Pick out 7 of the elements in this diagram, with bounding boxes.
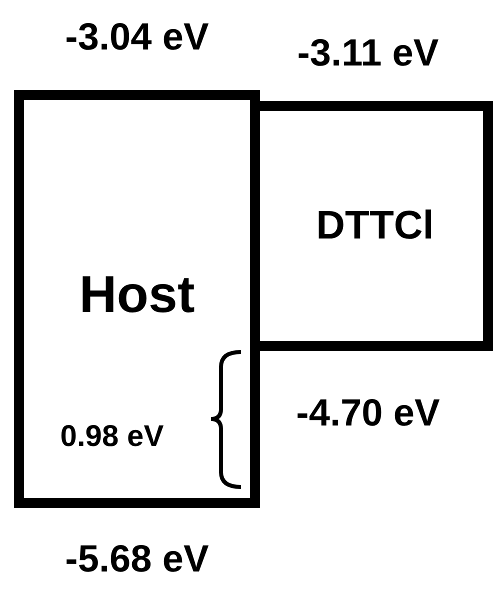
energy-level-label: -3.04 eV: [65, 16, 209, 60]
energy-gap-label: 0.98 eV: [60, 420, 164, 454]
energy-level-label: -5.68 eV: [65, 538, 209, 582]
energy-level-label: -4.70 eV: [296, 392, 440, 436]
box-title: Host: [79, 265, 195, 325]
box-title: DTTCl: [316, 204, 434, 248]
energy-level-label: -3.11 eV: [297, 32, 439, 76]
